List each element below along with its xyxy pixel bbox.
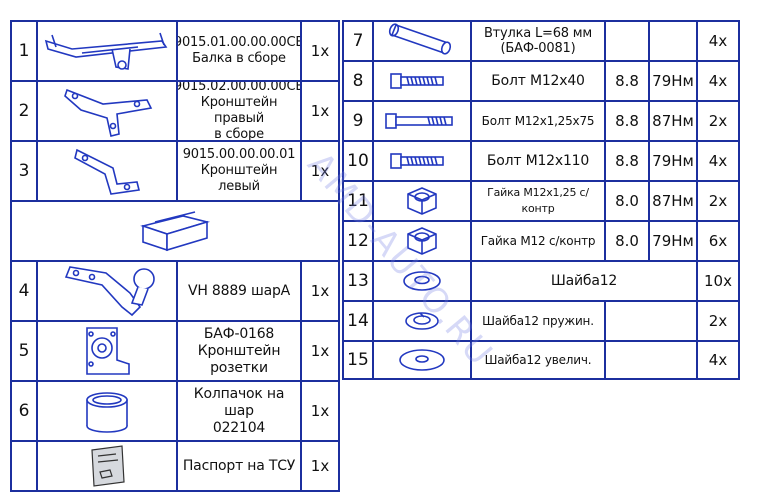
nut-icon xyxy=(374,222,472,260)
table-row: 7 Втулка L=68 мм (БАФ-0081) 4х xyxy=(344,22,738,62)
row-number: 7 xyxy=(344,22,374,60)
bolt-icon xyxy=(374,102,472,140)
row-number: 11 xyxy=(344,182,374,220)
table-row: 15 Шайба12 увелич. 4х xyxy=(344,342,738,378)
item-description: 9015.01.00.00.00СБ Балка в сборе xyxy=(178,22,302,80)
item-description: Паспорт на ТСУ xyxy=(178,442,302,490)
table-row: 12 Гайка М12 с/контр 8.0 79Нм 6х xyxy=(344,222,738,262)
row-number: 12 xyxy=(344,222,374,260)
item-description: Шайба12 xyxy=(472,262,698,300)
item-quantity: 2х xyxy=(708,192,728,210)
table-row: 13 Шайба12 10х xyxy=(344,262,738,302)
row-number: 15 xyxy=(344,342,374,378)
table-row: 8 Болт М12х40 8.8 79Нм 4х xyxy=(344,62,738,102)
spring-washer-icon xyxy=(374,302,472,340)
item-description: Болт М12х110 xyxy=(472,142,606,180)
strength-grade: 8.0 xyxy=(606,182,650,220)
torque-value: 87Нм xyxy=(650,182,698,220)
item-description: Втулка L=68 мм (БАФ-0081) xyxy=(472,22,606,60)
row-number: 2 xyxy=(12,82,38,140)
strength-grade xyxy=(606,22,650,60)
item-quantity: 4х xyxy=(708,32,728,50)
item-description: Шайба12 увелич. xyxy=(472,342,606,378)
item-description: Колпачок на шар 022104 xyxy=(178,382,302,440)
left-bracket-icon xyxy=(38,142,178,200)
table-row: 11 Гайка М12х1,25 с/контр 8.0 87Нм 2х xyxy=(344,182,738,222)
bolt-icon xyxy=(374,142,472,180)
strength-grade: 8.0 xyxy=(606,222,650,260)
row-number: 10 xyxy=(344,142,374,180)
table-row: 10 Болт М12х110 8.8 79Нм 4х xyxy=(344,142,738,182)
item-description: VH 8889 шарА xyxy=(178,262,302,320)
row-number: 6 xyxy=(12,382,38,440)
item-quantity: 4х xyxy=(708,152,728,170)
bolt-icon xyxy=(374,62,472,100)
item-description: Гайка М12 с/контр xyxy=(472,222,606,260)
right-bracket-icon xyxy=(38,82,178,140)
item-description: Гайка М12х1,25 с/контр xyxy=(472,182,606,220)
package-box-icon xyxy=(12,202,338,260)
item-quantity: 2х xyxy=(708,312,728,330)
item-quantity: 1х xyxy=(310,457,330,475)
table-row: 6 Колпачок на шар 022104 1х xyxy=(12,382,338,442)
tow-ball-icon xyxy=(38,262,178,320)
table-row: 14 Шайба12 пружин. 2х xyxy=(344,302,738,342)
bushing-icon xyxy=(374,22,472,60)
table-row: 2 9015.02.00.00.00СБ Кронштейн правый в … xyxy=(12,82,338,142)
row-number: 9 xyxy=(344,102,374,140)
row-number: 5 xyxy=(12,322,38,380)
item-description: БАФ-0168 Кронштейн розетки xyxy=(178,322,302,380)
torque-value: 79Нм xyxy=(650,142,698,180)
row-number: 13 xyxy=(344,262,374,300)
item-quantity: 1х xyxy=(310,42,330,60)
socket-bracket-icon xyxy=(38,322,178,380)
ball-cap-icon xyxy=(38,382,178,440)
table-row: 3 9015.00.00.00.01 Кронштейн левый 1х xyxy=(12,142,338,202)
table-row xyxy=(12,202,338,262)
row-number: 14 xyxy=(344,302,374,340)
large-washer-icon xyxy=(374,342,472,378)
strength-grade: 8.8 xyxy=(606,62,650,100)
table-row: 4 VH 8889 шарА 1х xyxy=(12,262,338,322)
nut-icon xyxy=(374,182,472,220)
item-quantity: 1х xyxy=(310,162,330,180)
washer-icon xyxy=(374,262,472,300)
towbar-beam-icon xyxy=(38,22,178,80)
torque-value: 79Нм xyxy=(650,62,698,100)
item-quantity: 10х xyxy=(704,272,732,290)
row-number: 3 xyxy=(12,142,38,200)
empty-cell xyxy=(606,302,698,340)
item-quantity: 1х xyxy=(310,282,330,300)
torque-value: 79Нм xyxy=(650,222,698,260)
item-quantity: 4х xyxy=(708,351,728,369)
item-quantity: 2х xyxy=(708,112,728,130)
item-quantity: 1х xyxy=(310,342,330,360)
table-row: 5 БАФ-0168 Кронштейн розетки 1х xyxy=(12,322,338,382)
strength-grade: 8.8 xyxy=(606,142,650,180)
row-number xyxy=(12,442,38,490)
table-row: Паспорт на ТСУ 1х xyxy=(12,442,338,490)
right-parts-table: 7 Втулка L=68 мм (БАФ-0081) 4х 8 Болт М1… xyxy=(342,20,740,380)
passport-document-icon xyxy=(38,442,178,490)
torque-value xyxy=(650,22,698,60)
item-description: Болт М12х1,25х75 xyxy=(472,102,606,140)
item-description: 9015.02.00.00.00СБ Кронштейн правый в сб… xyxy=(178,82,302,140)
table-row: 9 Болт М12х1,25х75 8.8 87Нм 2х xyxy=(344,102,738,142)
item-description: Болт М12х40 xyxy=(472,62,606,100)
table-row: 1 9015.01.00.00.00СБ Балка в сборе 1х xyxy=(12,22,338,82)
torque-value: 87Нм xyxy=(650,102,698,140)
row-number: 8 xyxy=(344,62,374,100)
item-quantity: 1х xyxy=(310,102,330,120)
empty-cell xyxy=(606,342,698,378)
item-quantity: 6х xyxy=(708,232,728,250)
item-description: 9015.00.00.00.01 Кронштейн левый xyxy=(178,142,302,200)
row-number: 1 xyxy=(12,22,38,80)
row-number: 4 xyxy=(12,262,38,320)
item-quantity: 1х xyxy=(310,402,330,420)
left-parts-table: 1 9015.01.00.00.00СБ Балка в сборе 1х 2 … xyxy=(10,20,340,492)
item-quantity: 4х xyxy=(708,72,728,90)
strength-grade: 8.8 xyxy=(606,102,650,140)
item-description: Шайба12 пружин. xyxy=(472,302,606,340)
